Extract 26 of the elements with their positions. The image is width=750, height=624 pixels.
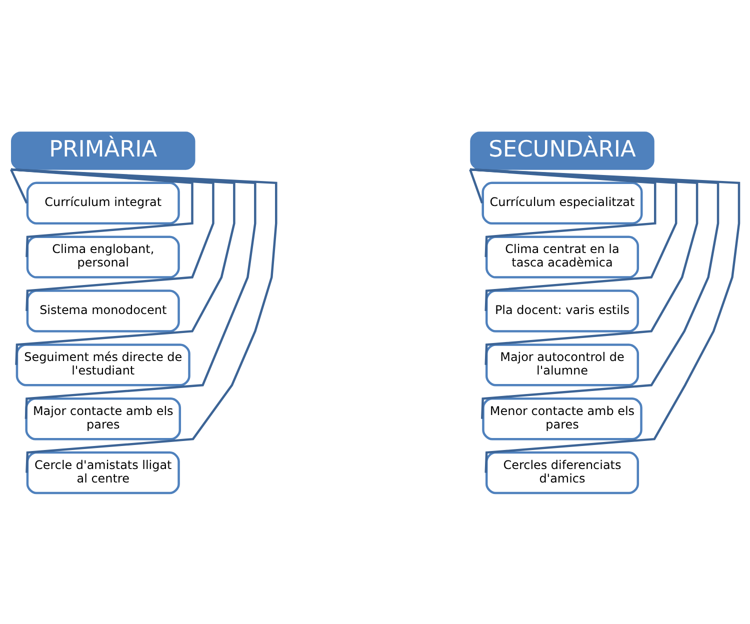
connector [10, 168, 28, 204]
node-box: Seguiment més directe de l'estudiant [16, 343, 190, 386]
connector [470, 168, 678, 311]
node-box: Menor contacte amb els pares [482, 397, 642, 440]
node-box: Currículum integrat [26, 181, 180, 224]
connector [10, 168, 256, 418]
node-box: Pla docent: varis estils [485, 289, 640, 332]
node-box: Clima centrat en la tasca acadèmica [485, 235, 640, 278]
node-box: Currículum especialitzat [482, 181, 643, 224]
node-box: PRIMÀRIA [11, 131, 196, 170]
connector [469, 168, 484, 204]
connector [10, 168, 278, 472]
node-box: Clima englobant, personal [26, 235, 180, 278]
node-box: Cercles diferenciats d'amics [485, 450, 640, 494]
node-box: Major contacte amb els pares [25, 397, 182, 440]
connector [470, 168, 720, 418]
node-box: SECUNDÀRIA [470, 131, 654, 170]
node-box: Major autocontrol de l'alumne [485, 343, 640, 386]
connector [10, 168, 236, 364]
connector [10, 168, 214, 311]
connector [470, 168, 656, 257]
node-box: Sistema monodocent [26, 289, 180, 332]
connector [470, 168, 698, 364]
connector [10, 168, 194, 257]
node-box: Cercle d'amistats lligat al centre [26, 450, 180, 494]
connector [470, 168, 740, 472]
